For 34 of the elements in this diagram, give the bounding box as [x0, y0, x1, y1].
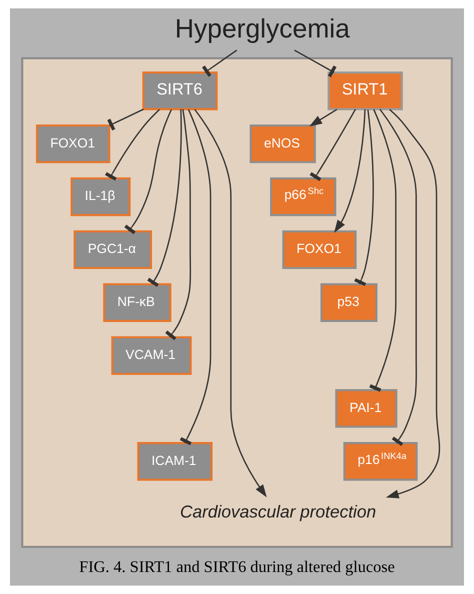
node-box: p16$^{INK4a}$ — [343, 442, 418, 481]
node-box: SIRT6 — [142, 72, 218, 110]
connector — [147, 109, 182, 287]
cluster — [21, 57, 453, 548]
connector — [165, 109, 192, 340]
connector — [379, 108, 417, 446]
node-text: Cardiovascular protection — [180, 501, 376, 522]
node-box: ICAM-1 — [137, 442, 213, 481]
arrow — [309, 108, 338, 126]
connector — [107, 108, 144, 131]
node-box: SIRT1 — [328, 72, 403, 110]
connector — [180, 109, 212, 446]
connector — [354, 110, 374, 286]
node-box: FOXO1 — [36, 124, 110, 164]
node-box: FOXO1 — [282, 230, 357, 269]
node-box: NF-κB — [103, 283, 172, 322]
arrow — [386, 109, 440, 498]
node-text: Hyperglycemia — [174, 14, 350, 44]
connector — [294, 50, 337, 78]
node-box: p66$^{Shc}$ — [270, 177, 336, 216]
node-box: p53 — [320, 283, 378, 322]
caption: FIG. 4. SIRT1 and SIRT6 during altered glucose — [79, 557, 395, 576]
connector — [124, 109, 172, 234]
connector — [202, 50, 238, 77]
node-box: VCAM-1 — [111, 336, 192, 375]
node-box: PGC1-α — [74, 230, 152, 269]
connector — [310, 109, 356, 182]
node-box: PAI-1 — [335, 389, 398, 428]
arrow — [334, 109, 366, 233]
node-box: IL-1β — [70, 177, 131, 216]
connector — [105, 109, 160, 181]
arrow — [194, 108, 267, 498]
connector — [369, 109, 396, 392]
node-box: eNOS — [250, 124, 316, 164]
